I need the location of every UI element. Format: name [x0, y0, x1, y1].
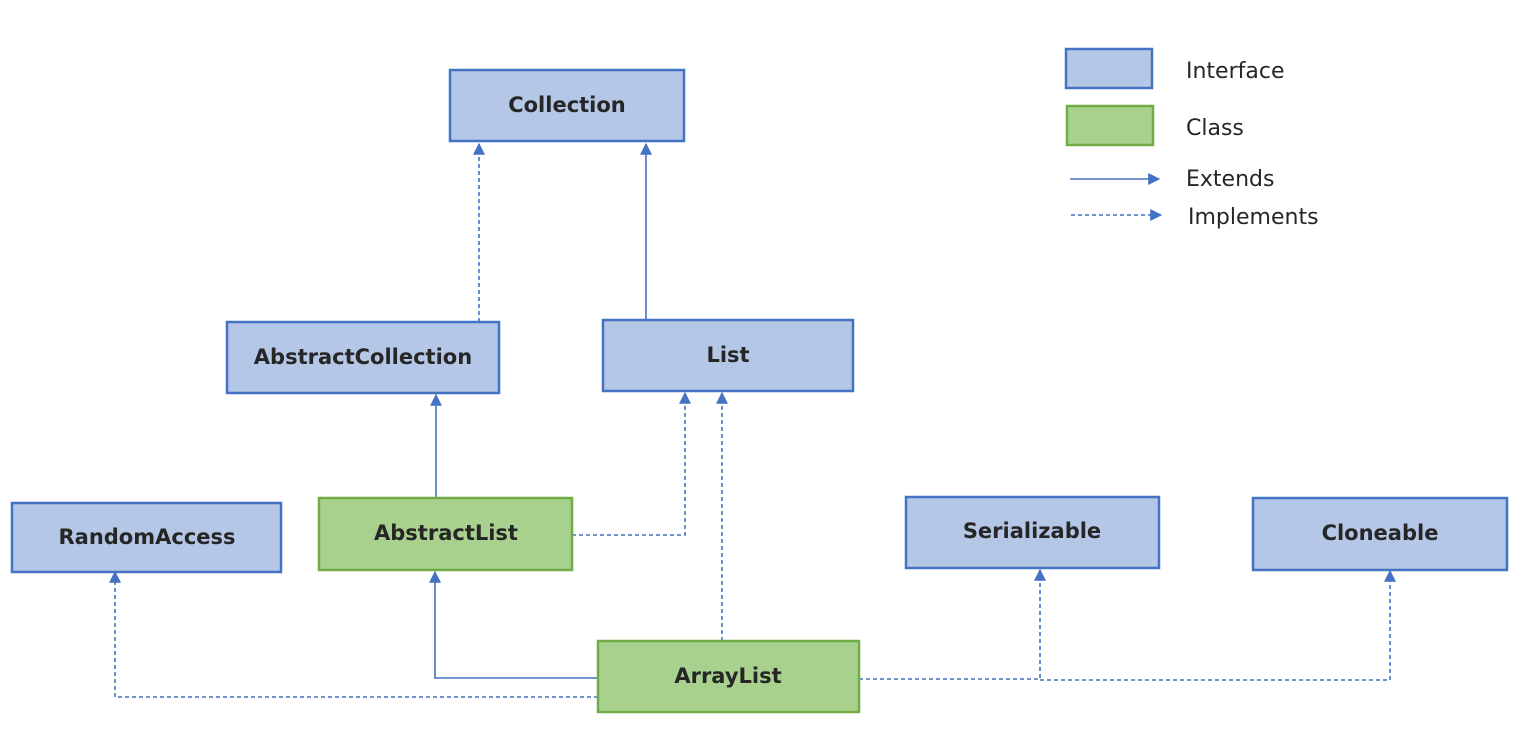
- legend: Interface Class Extends Implements: [1064, 47, 1319, 230]
- edges: [109, 142, 1396, 698]
- node-collection: Collection: [448, 68, 686, 143]
- edge-arraylist-implements-randomaccess: [109, 570, 598, 698]
- edge-arraylist-extends-abstractlist: [429, 570, 598, 679]
- node-list-label: List: [706, 343, 749, 367]
- node-array-list-label: ArrayList: [674, 664, 781, 688]
- legend-interface-swatch: [1064, 47, 1154, 90]
- node-cloneable-box: [1251, 496, 1509, 572]
- node-abstract-list: AbstractList: [317, 496, 574, 572]
- node-abstract-collection-label: AbstractCollection: [254, 345, 472, 369]
- node-serializable: Serializable: [904, 495, 1161, 570]
- legend-class-label: Class: [1186, 116, 1244, 141]
- edge-arraylist-implements-serializable: [859, 568, 1046, 680]
- legend-extends-label: Extends: [1186, 167, 1274, 192]
- node-cloneable: Cloneable: [1251, 496, 1509, 572]
- node-list: List: [601, 318, 855, 393]
- node-serializable-box: [904, 495, 1161, 570]
- node-random-access-box: [10, 501, 283, 574]
- node-array-list-box: [596, 639, 861, 714]
- node-abstract-collection: AbstractCollection: [225, 320, 501, 395]
- node-collection-box: [448, 68, 686, 143]
- legend-interface-label: Interface: [1186, 59, 1285, 84]
- node-serializable-label: Serializable: [963, 519, 1101, 543]
- node-abstract-list-label: AbstractList: [374, 521, 518, 545]
- node-array-list: ArrayList: [596, 639, 861, 714]
- node-abstract-collection-box: [225, 320, 501, 395]
- node-cloneable-label: Cloneable: [1322, 521, 1439, 545]
- node-abstract-list-box: [317, 496, 574, 572]
- legend-class-swatch: [1065, 104, 1155, 147]
- edge-arraylist-implements-cloneable: [1040, 569, 1396, 681]
- edge-abstractlist-implements-list: [572, 391, 691, 536]
- node-random-access-label: RandomAccess: [58, 525, 235, 549]
- legend-implements-label: Implements: [1188, 205, 1319, 230]
- node-collection-label: Collection: [508, 93, 626, 117]
- node-random-access: RandomAccess: [10, 501, 283, 574]
- node-list-box: [601, 318, 855, 393]
